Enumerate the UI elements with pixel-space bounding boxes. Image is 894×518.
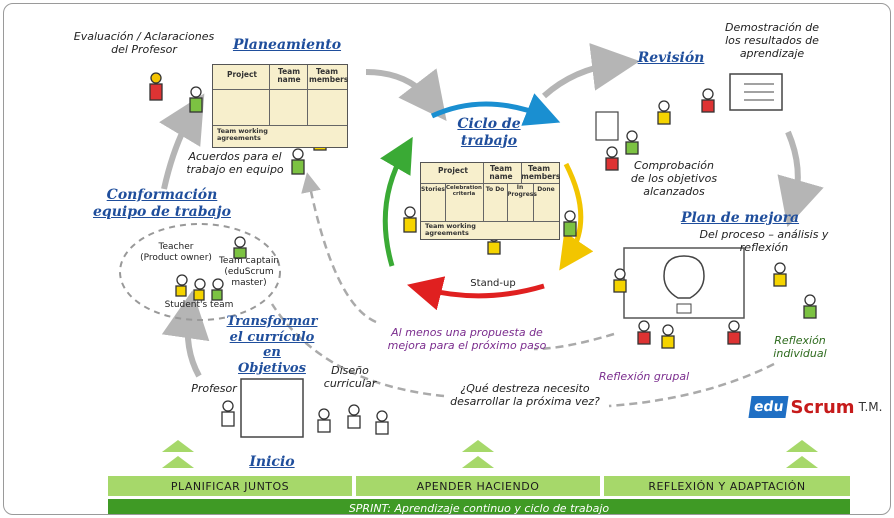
figure-5	[404, 206, 416, 218]
heading-improvement-plan: Plan de mejora	[680, 210, 800, 226]
logo-scrum: Scrum	[790, 396, 855, 418]
planning-board: Project Team name Team members Team work…	[212, 64, 348, 148]
up-arrow-2	[462, 440, 494, 452]
figure-22	[222, 400, 234, 412]
cycle-col-todo: To Do	[485, 186, 505, 193]
note-demo: Demostración de los resultados de aprend…	[724, 21, 820, 61]
eduscrum-logo: edu Scrum T.M.	[748, 396, 883, 418]
note-team-captain: Team captain (eduScrum master)	[218, 256, 280, 288]
figure-2	[190, 86, 202, 98]
note-individual-reflection: Reflexión individual	[773, 334, 827, 361]
figure-6	[564, 210, 576, 222]
up-arrow-1	[162, 440, 194, 452]
bar-learn-doing: APENDER HACIENDO	[356, 476, 600, 496]
balloon-basket	[676, 303, 692, 314]
cycle-arc-green	[380, 136, 413, 267]
cycle-col-celebration: Celebration criteria	[446, 185, 482, 198]
figure-11	[702, 88, 714, 100]
cycle-col-done: Done	[537, 186, 555, 193]
cycle-hdr-team-members: Team members	[521, 164, 561, 182]
planning-footer: Team working agreements	[217, 127, 268, 143]
up-arrow-1b	[162, 456, 194, 468]
arrow-cycle-to-review	[541, 43, 640, 99]
cycle-hdr-project: Project	[437, 166, 469, 175]
arrow-start-to-team	[161, 290, 210, 378]
figure-8	[658, 100, 670, 112]
cycle-hdr-team-name: Team name	[489, 164, 513, 182]
note-group-reflection: Reflexión grupal	[598, 370, 690, 383]
curriculum-board	[240, 378, 304, 438]
cycle-footer: Team working agreements	[425, 222, 476, 238]
figure-20	[194, 278, 206, 290]
arrow-review-to-improve	[777, 130, 824, 228]
note-teacher-role: Teacher (Product owner)	[140, 242, 212, 263]
logo-edu: edu	[748, 396, 790, 418]
flow-arrows	[119, 43, 824, 438]
figure-21	[212, 278, 224, 290]
figure-25	[376, 410, 388, 422]
note-proposal: Al menos una propuesta de mejora para el…	[387, 326, 547, 353]
cycle-arc-blue	[430, 93, 561, 126]
note-students-team: Student's team	[164, 300, 234, 310]
figure-13	[638, 320, 650, 332]
diagram-frame: Project Team name Team members Team work…	[3, 3, 891, 515]
note-curriculum-design: Diseño curricular	[323, 364, 377, 391]
figure-23	[318, 408, 330, 420]
figure-14	[662, 324, 674, 336]
figure-19	[176, 274, 188, 286]
figure-17	[804, 294, 816, 306]
bar-plan-together: PLANIFICAR JUNTOS	[108, 476, 352, 496]
arrow-team-to-planning	[159, 93, 205, 190]
planning-col-project: Project	[226, 70, 258, 79]
note-teacher-eval: Evaluación / Aclaraciones del Profesor	[73, 30, 215, 57]
cycle-board: Project Team name Team members Stories C…	[420, 162, 560, 240]
bar-reflection: REFLEXIÓN Y ADAPTACIÓN	[604, 476, 850, 496]
note-check: Comprobación de los objetivos alcanzados	[630, 159, 718, 199]
dashed-feedback-1	[533, 332, 615, 351]
arrow-planning-to-cycle	[365, 68, 447, 122]
figure-18	[234, 236, 246, 248]
figure-16	[774, 262, 786, 274]
checklist	[595, 111, 619, 141]
logo-tm: T.M.	[858, 400, 883, 414]
heading-start: Inicio	[249, 454, 295, 470]
planning-col-team-members: Team members	[309, 67, 349, 85]
cycle-col-in-progress: In Progress	[507, 184, 537, 198]
note-agreements: Acuerdos para el trabajo en equipo	[186, 150, 284, 177]
team-circle	[119, 223, 281, 321]
note-improve-sub: Del proceso – análisis y reflexión	[699, 228, 829, 255]
heading-review: Revisión	[637, 50, 705, 66]
note-standup: Stand-up	[470, 278, 516, 289]
figure-4	[292, 148, 304, 160]
dashed-feedback-4	[270, 303, 445, 398]
sprint-bar: SPRINT: Aprendizaje continuo y ciclo de …	[108, 499, 850, 514]
figure-9	[626, 130, 638, 142]
up-arrow-3	[786, 440, 818, 452]
balloon	[663, 255, 705, 299]
figure-1	[150, 72, 162, 84]
figure-24	[348, 404, 360, 416]
cycle-arc-red	[407, 276, 545, 311]
dashed-feedback-3	[608, 362, 775, 408]
heading-transform: Transformar el currículo en Objetivos	[226, 314, 318, 376]
dashed-feedback-2	[301, 172, 377, 324]
note-question: ¿Qué destreza necesito desarrollar la pr…	[450, 382, 600, 409]
up-arrow-2b	[462, 456, 494, 468]
heading-work-cycle: Ciclo de trabajo	[457, 116, 521, 149]
up-arrow-3b	[786, 456, 818, 468]
planning-col-team-name: Team name	[277, 67, 301, 85]
heading-planning: Planeamiento	[232, 37, 342, 53]
figure-12	[614, 268, 626, 280]
figure-10	[606, 146, 618, 158]
note-teacher: Profesor	[191, 382, 237, 395]
figure-15	[728, 320, 740, 332]
cycle-col-stories: Stories	[421, 186, 445, 193]
heading-team-formation: Conformación equipo de trabajo	[93, 187, 231, 220]
cycle-arc-yellow	[559, 162, 594, 271]
